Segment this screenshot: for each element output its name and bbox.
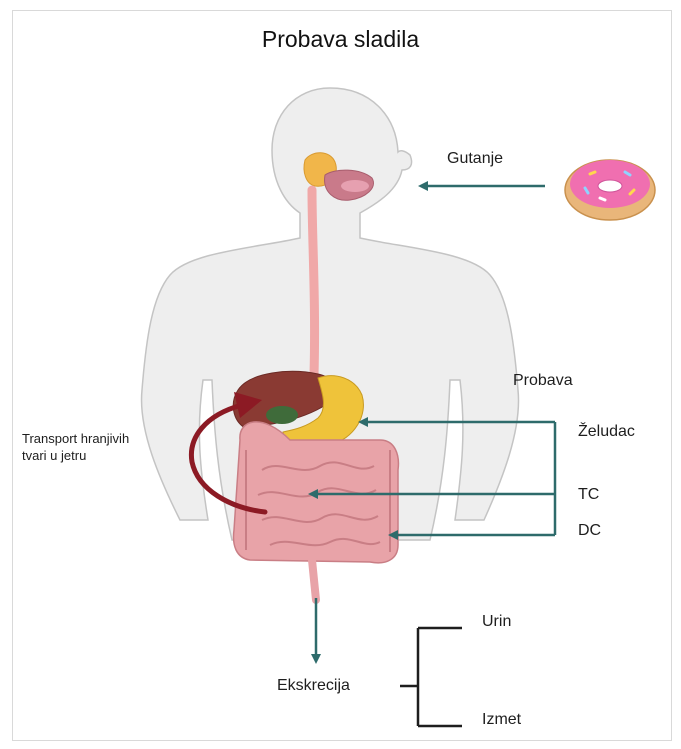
label-gutanje: Gutanje: [447, 150, 503, 168]
label-probava: Probava: [513, 372, 573, 390]
label-tc: TC: [578, 486, 599, 504]
label-dc: DC: [578, 522, 601, 540]
label-urin: Urin: [482, 613, 511, 631]
gallbladder-icon: [266, 406, 298, 424]
label-zeludac: Želudac: [578, 423, 635, 441]
label-ekskrecija: Ekskrecija: [277, 677, 350, 695]
excretion-bracket: [400, 628, 462, 726]
donut-icon: [565, 160, 655, 220]
label-izmet: Izmet: [482, 711, 521, 729]
label-transport: Transport hranjivih tvari u jetru: [22, 430, 129, 464]
esophagus-icon: [312, 190, 315, 375]
